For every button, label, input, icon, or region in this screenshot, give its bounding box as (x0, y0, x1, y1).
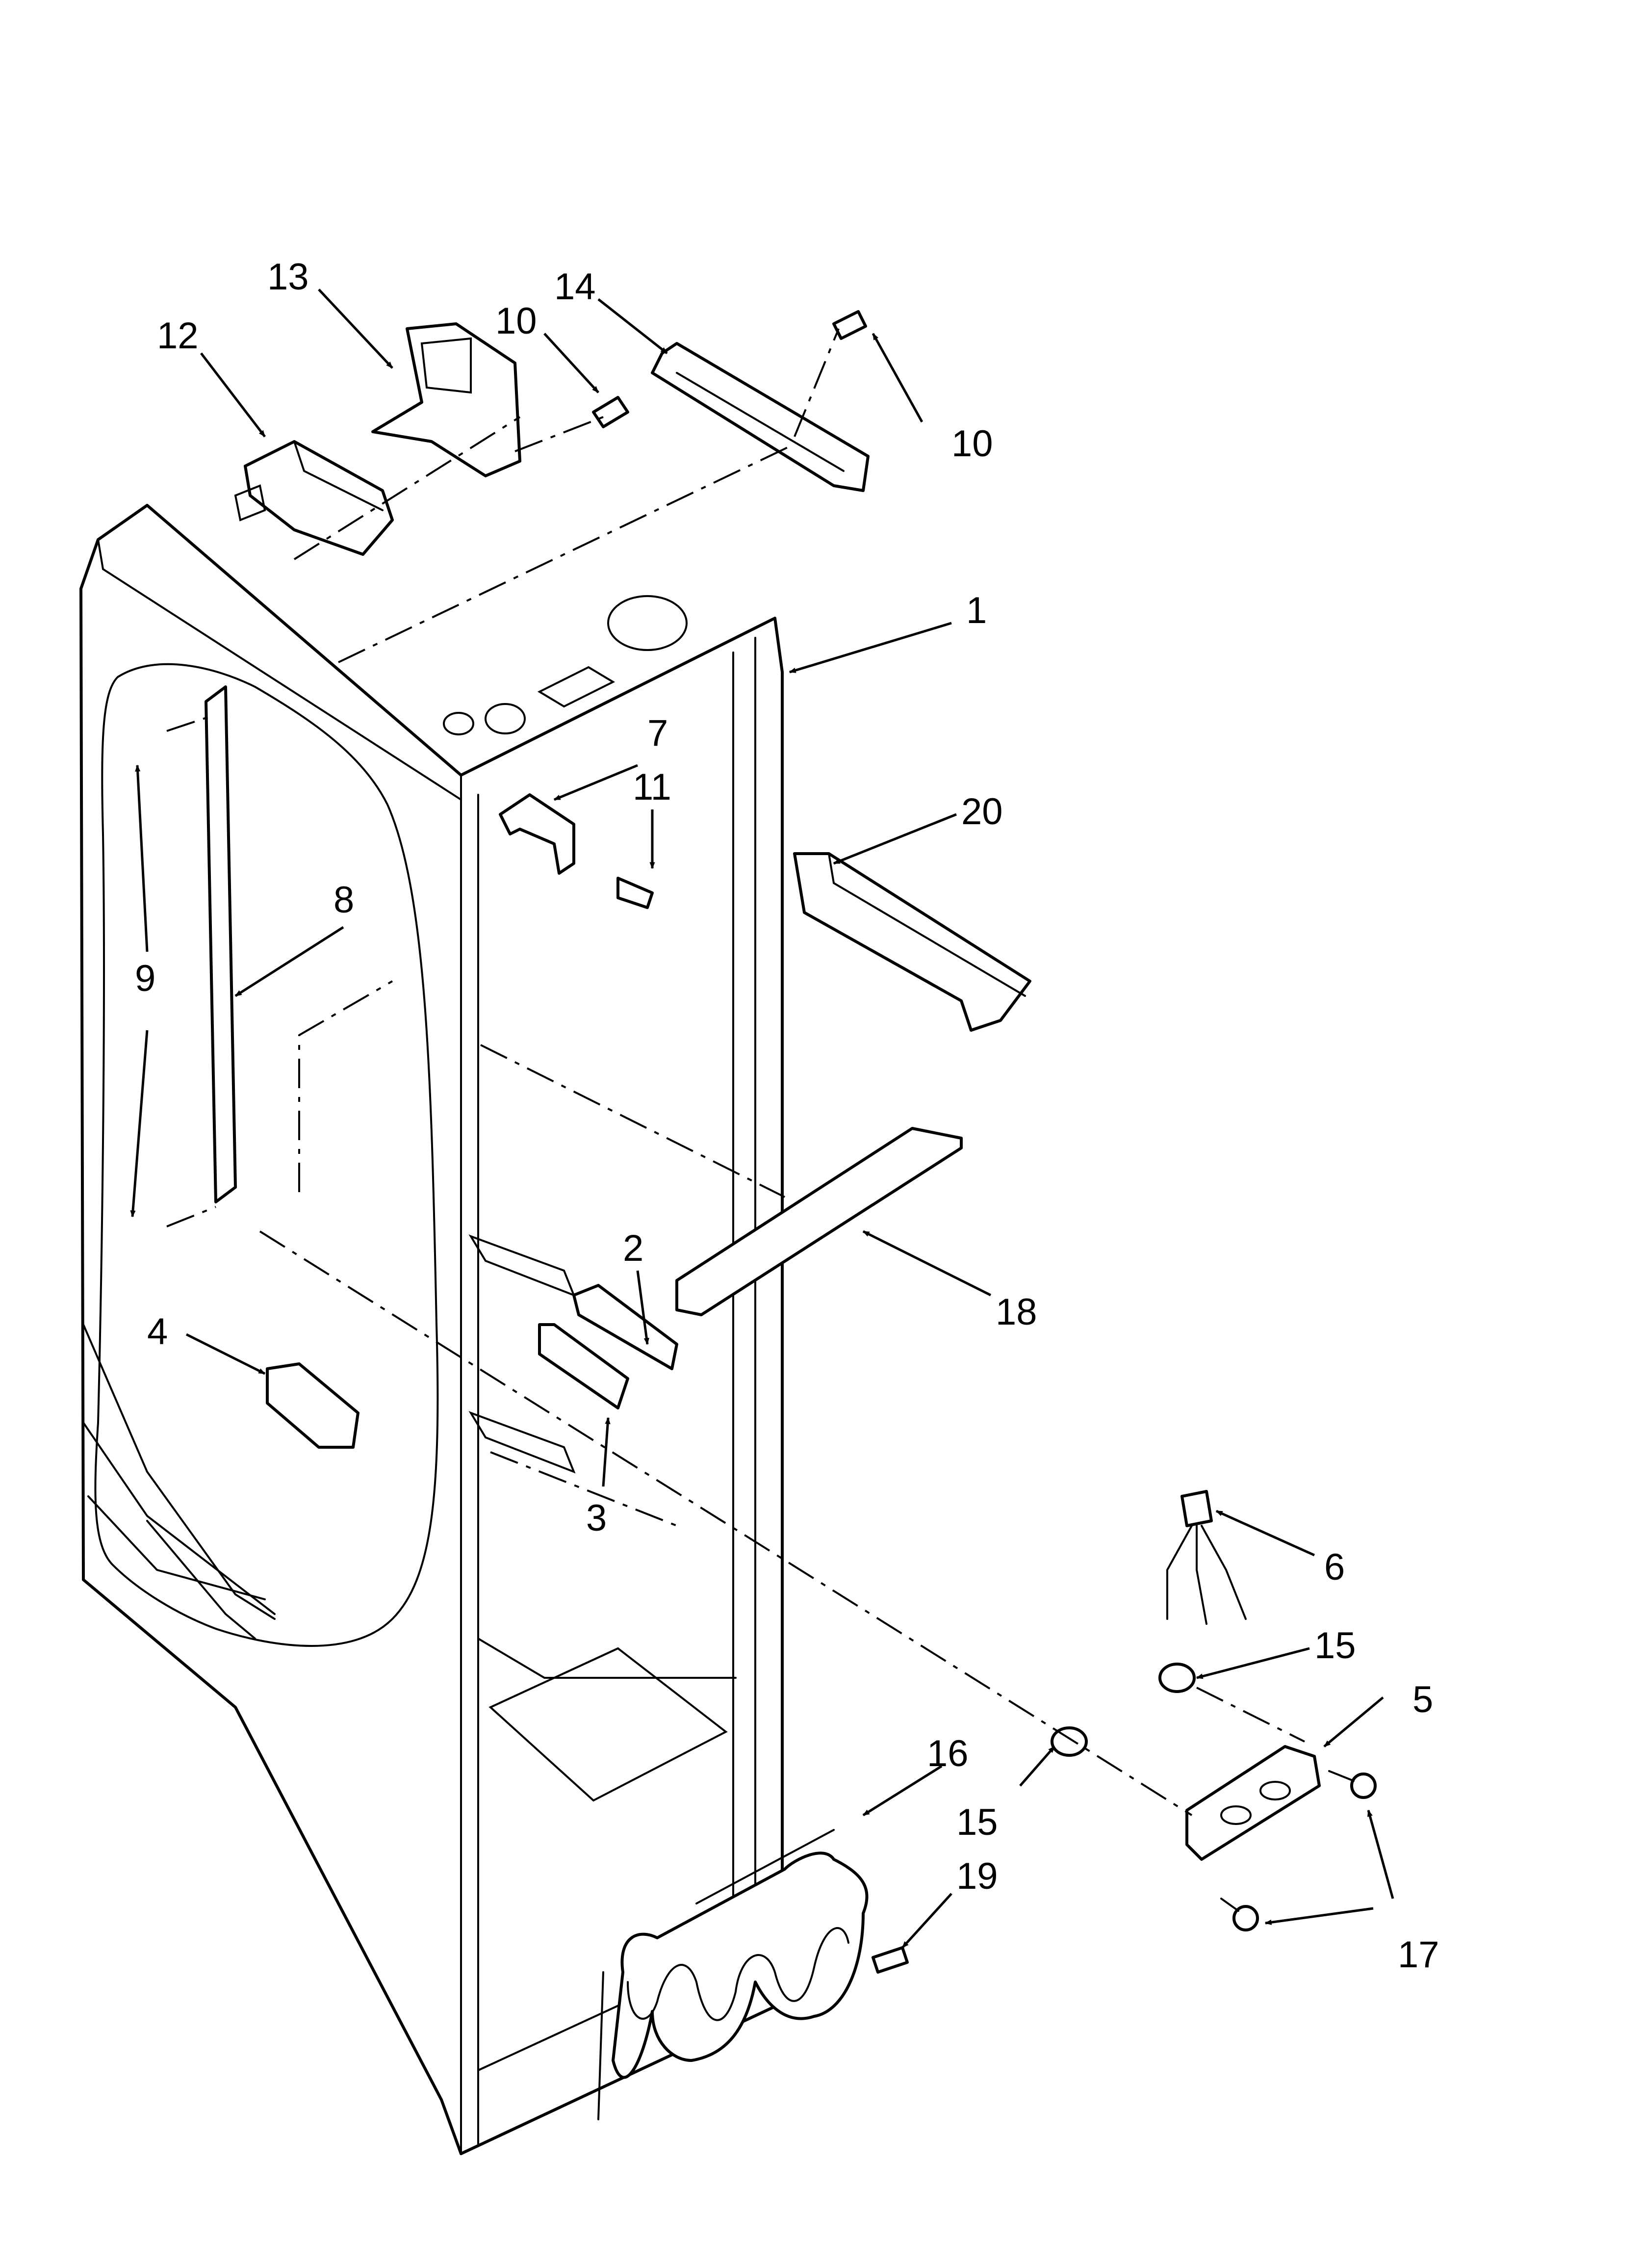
support-18 (675, 1127, 963, 1316)
harness-6 (1166, 1490, 1247, 1625)
cover-20 (793, 852, 1031, 1032)
top-rail (651, 342, 870, 492)
callout-2: 2 (623, 1227, 643, 1269)
callout-6: 6 (1324, 1546, 1345, 1588)
callout-20: 20 (961, 791, 1003, 833)
callout-19: 19 (956, 1855, 998, 1897)
screw-10-left (592, 396, 629, 428)
fastener-17-b (1220, 1898, 1259, 1931)
leader-lines (130, 288, 1394, 1949)
callout-15-lower: 15 (956, 1801, 998, 1843)
part-2 (572, 1284, 678, 1370)
grommet-15-lower (1051, 1726, 1088, 1757)
screw-19 (872, 1946, 909, 1974)
callout-1: 1 (966, 590, 987, 631)
control-housing (234, 440, 394, 556)
evaporator-16 (597, 1829, 869, 2120)
callout-18: 18 (996, 1291, 1037, 1333)
grommet-15-upper (1158, 1663, 1196, 1693)
callout-11: 11 (633, 766, 671, 808)
screw-11 (616, 877, 654, 909)
control-bracket (371, 322, 521, 477)
callout-13: 13 (267, 256, 309, 298)
bracket-7 (499, 793, 575, 875)
callout-4: 4 (147, 1311, 168, 1353)
callout-3: 3 (586, 1497, 607, 1539)
part-5 (1185, 1745, 1321, 1861)
screw-10-right (832, 310, 867, 340)
assembly-lines (166, 328, 1305, 1816)
fastener-17-a (1328, 1770, 1377, 1799)
callout-labels: 1 13 12 10 14 10 7 11 20 8 9 4 2 3 18 6 … (135, 256, 1439, 1976)
callout-8: 8 (334, 879, 354, 921)
callout-7: 7 (647, 712, 668, 754)
part-4 (266, 1362, 359, 1449)
part-3 (538, 1323, 629, 1409)
callout-9: 9 (135, 958, 155, 999)
callout-16: 16 (927, 1733, 969, 1774)
callout-10-right: 10 (951, 423, 993, 465)
callout-15-upper: 15 (1314, 1625, 1356, 1667)
callout-17: 17 (1398, 1934, 1439, 1976)
callout-5: 5 (1412, 1679, 1433, 1721)
callout-12: 12 (157, 315, 199, 357)
rail-8 (205, 685, 237, 1203)
callout-10-left: 10 (495, 300, 537, 342)
callout-14: 14 (554, 266, 596, 308)
cabinet-liner (79, 504, 784, 2155)
